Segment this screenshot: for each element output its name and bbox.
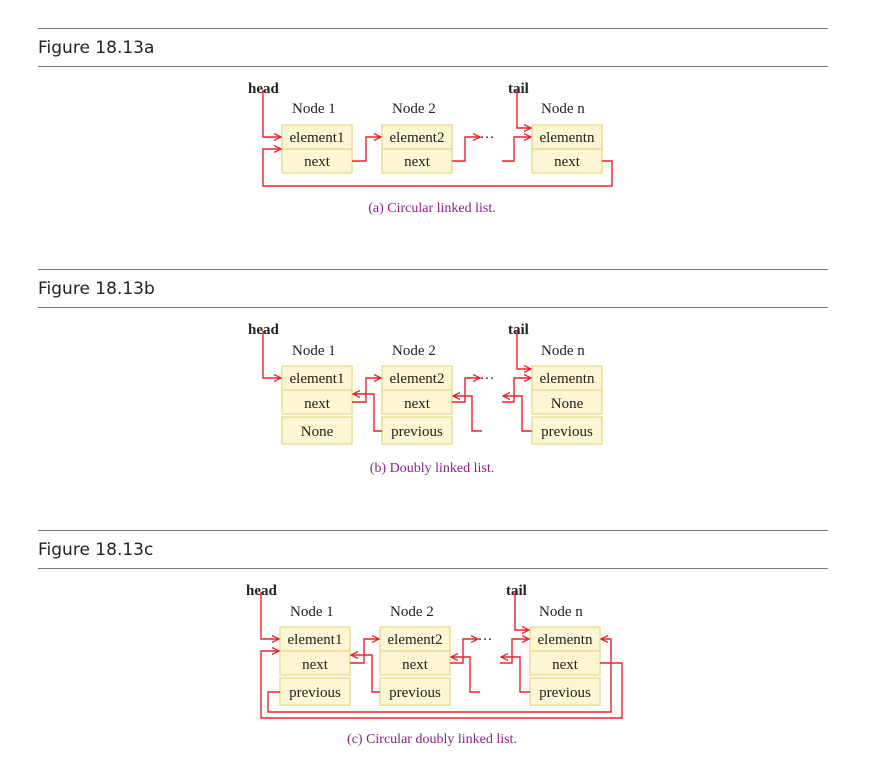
node-1: element1 next: [281, 124, 353, 174]
figure-caption: (a) Circular linked list.: [368, 201, 496, 216]
figure-title: Figure 18.13b: [38, 279, 155, 299]
next-cell: next: [404, 154, 431, 170]
figure-caption: (c) Circular doubly linked list.: [347, 732, 517, 747]
figure-title: Figure 18.13c: [38, 540, 154, 560]
node-2: element2 next previous: [381, 365, 453, 445]
next-cell: next: [304, 154, 331, 170]
tail-pointer-arrow: [516, 331, 531, 369]
tail-pointer-arrow: [514, 592, 529, 630]
head-pointer-arrow: [262, 90, 281, 137]
head-pointer-arrow: [262, 331, 281, 378]
ellipsis: ···: [480, 130, 495, 146]
next-arrow: [502, 378, 531, 403]
doubly-linked-list-diagram: head tail Node 1 Node 2 Node n element1 …: [248, 322, 603, 476]
title-rule: [38, 568, 828, 569]
node-n: elementn None previous: [531, 365, 603, 445]
next-cell: next: [302, 657, 329, 673]
next-arrow: [452, 137, 480, 162]
title-rule: [38, 66, 828, 67]
previous-cell: None: [301, 424, 334, 440]
element-cell: elementn: [540, 130, 595, 146]
figure-title: Figure 18.13a: [38, 38, 155, 58]
tail-label: tail: [508, 322, 529, 338]
element-cell: element1: [288, 632, 343, 648]
previous-arrow: [453, 396, 482, 432]
next-arrow: [450, 639, 478, 664]
figure-caption: (b) Doubly linked list.: [370, 461, 494, 476]
next-cell: next: [404, 396, 431, 412]
circular-return-arrow: [262, 149, 613, 187]
tail-pointer-arrow: [516, 90, 531, 128]
element-cell: elementn: [538, 632, 593, 648]
node-1: element1 next previous: [279, 626, 351, 706]
element-cell: element1: [290, 371, 345, 387]
node-n: elementn next previous: [529, 626, 601, 706]
head-pointer-arrow: [260, 592, 279, 639]
next-cell: next: [554, 154, 581, 170]
circular-next-arrow: [260, 651, 623, 719]
previous-arrow: [451, 657, 480, 693]
previous-cell: previous: [289, 685, 341, 701]
element-cell: elementn: [540, 371, 595, 387]
top-rule: [38, 530, 828, 531]
next-arrow: [500, 639, 529, 664]
previous-cell: previous: [391, 424, 443, 440]
ellipsis: ···: [478, 632, 493, 648]
next-arrow: [352, 137, 381, 162]
element-cell: element2: [390, 371, 445, 387]
previous-arrow: [353, 394, 382, 432]
previous-cell: previous: [389, 685, 441, 701]
node-2: element2 next previous: [379, 626, 451, 706]
next-arrow: [350, 639, 379, 664]
node-1-label: Node 1: [292, 101, 336, 117]
node-2: element2 next: [381, 124, 453, 174]
node-n-label: Node n: [541, 101, 585, 117]
head-label: head: [246, 583, 278, 599]
element-cell: element2: [388, 632, 443, 648]
circular-previous-arrow: [267, 639, 612, 713]
top-rule: [38, 269, 828, 270]
top-rule: [38, 28, 828, 29]
node-n-label: Node n: [541, 343, 585, 359]
node-n-label: Node n: [539, 604, 583, 620]
next-arrow: [352, 378, 381, 403]
element-cell: element1: [290, 130, 345, 146]
previous-cell: previous: [541, 424, 593, 440]
node-2-label: Node 2: [390, 604, 434, 620]
previous-cell: previous: [539, 685, 591, 701]
next-cell: None: [551, 396, 584, 412]
head-label: head: [248, 81, 280, 97]
next-cell: next: [304, 396, 331, 412]
ellipsis: ···: [480, 371, 495, 387]
head-label: head: [248, 322, 280, 338]
circular-doubly-linked-list-diagram: head tail Node 1 Node 2 Node n element1 …: [246, 583, 623, 747]
tail-label: tail: [508, 81, 529, 97]
node-2-label: Node 2: [392, 343, 436, 359]
previous-arrow: [501, 657, 530, 693]
previous-arrow: [351, 655, 380, 693]
previous-arrow: [503, 396, 532, 432]
next-arrow: [452, 378, 480, 403]
element-cell: element2: [390, 130, 445, 146]
node-1: element1 next None: [281, 365, 353, 445]
node-1-label: Node 1: [292, 343, 336, 359]
next-arrow: [502, 137, 531, 162]
next-cell: next: [552, 657, 579, 673]
node-2-label: Node 2: [392, 101, 436, 117]
circular-linked-list-diagram: head tail Node 1 Node 2 Node n element1 …: [248, 81, 613, 216]
title-rule: [38, 307, 828, 308]
node-n: elementn next: [531, 124, 603, 174]
tail-label: tail: [506, 583, 527, 599]
node-1-label: Node 1: [290, 604, 334, 620]
next-cell: next: [402, 657, 429, 673]
